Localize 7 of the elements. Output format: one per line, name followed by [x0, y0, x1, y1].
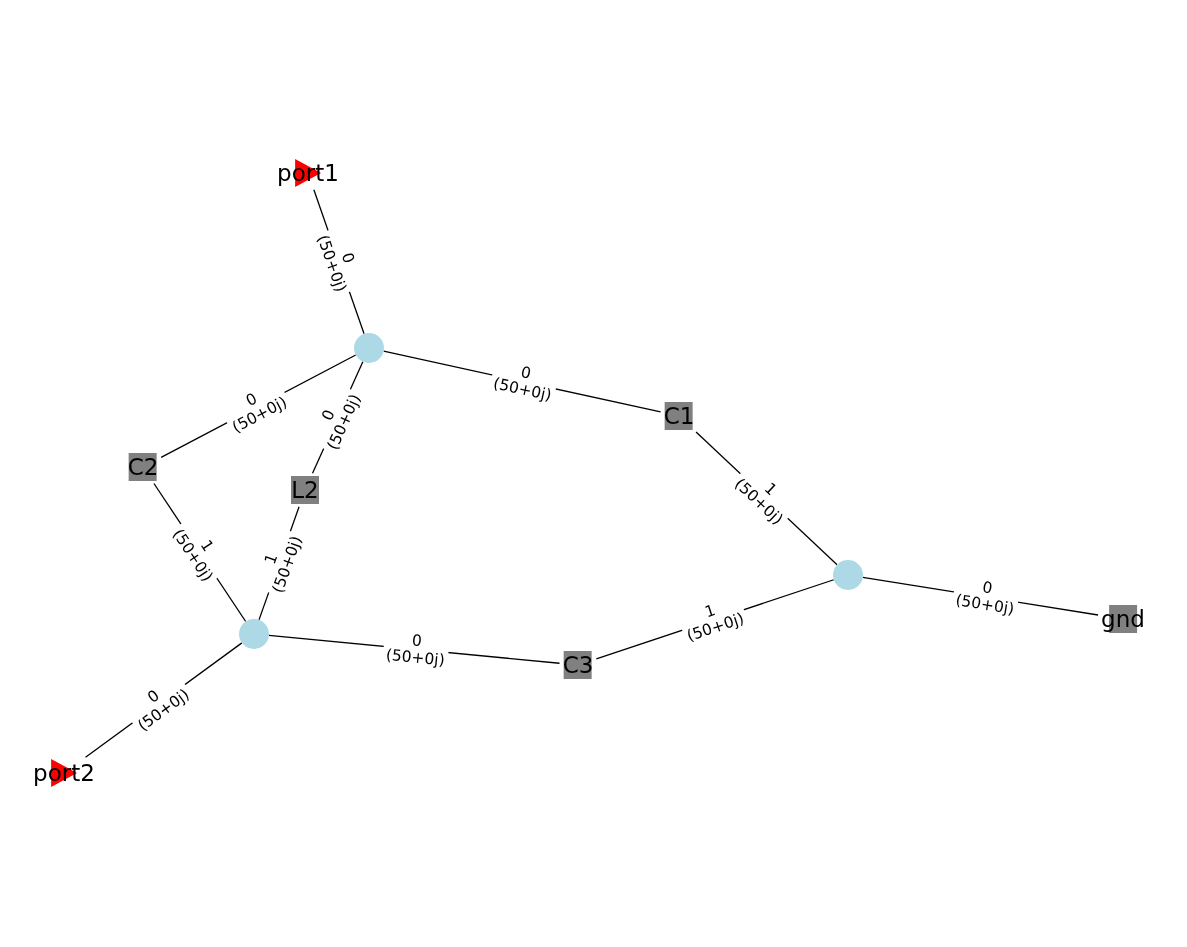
component-box: C3: [562, 651, 594, 679]
component-box: L2: [291, 476, 319, 504]
junction-circle: [833, 560, 863, 590]
junction-circle: [239, 619, 269, 649]
component-box: C1: [663, 402, 695, 430]
component-box: C2: [127, 453, 159, 481]
junction-circle: [354, 333, 384, 363]
